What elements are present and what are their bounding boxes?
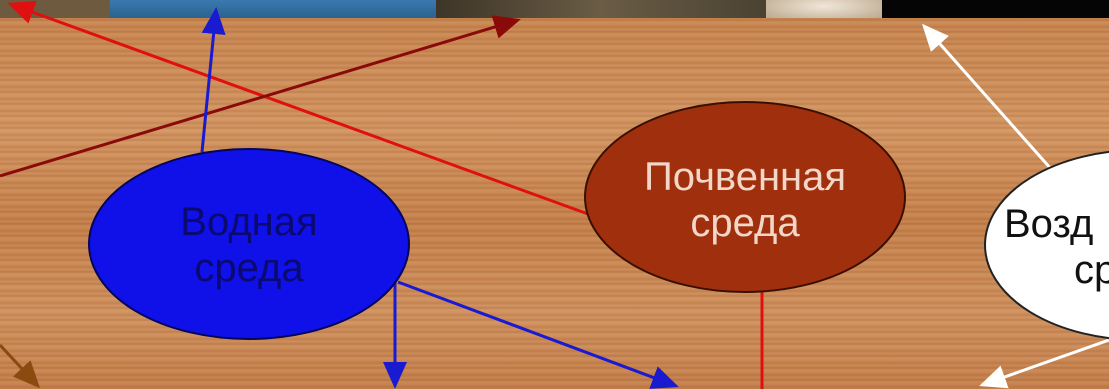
soil-label-line1: Почвенная <box>644 154 846 200</box>
soil-label: Почвенная среда <box>605 145 885 255</box>
arrow-air-up <box>924 26 1052 170</box>
arrow-left-bottom <box>0 345 38 386</box>
air-label-line1: Возд <box>1004 201 1109 247</box>
arrow-air-down <box>982 340 1109 385</box>
water-label-line1: Водная <box>180 199 317 245</box>
arrow-water-up <box>202 10 216 152</box>
air-label: Возд ср <box>1004 192 1109 302</box>
air-label-line2: ср <box>1004 247 1109 293</box>
arrow-water-downright <box>398 282 676 386</box>
water-label: Водная среда <box>129 190 369 300</box>
soil-label-line2: среда <box>644 200 846 246</box>
water-label-line2: среда <box>180 245 317 291</box>
